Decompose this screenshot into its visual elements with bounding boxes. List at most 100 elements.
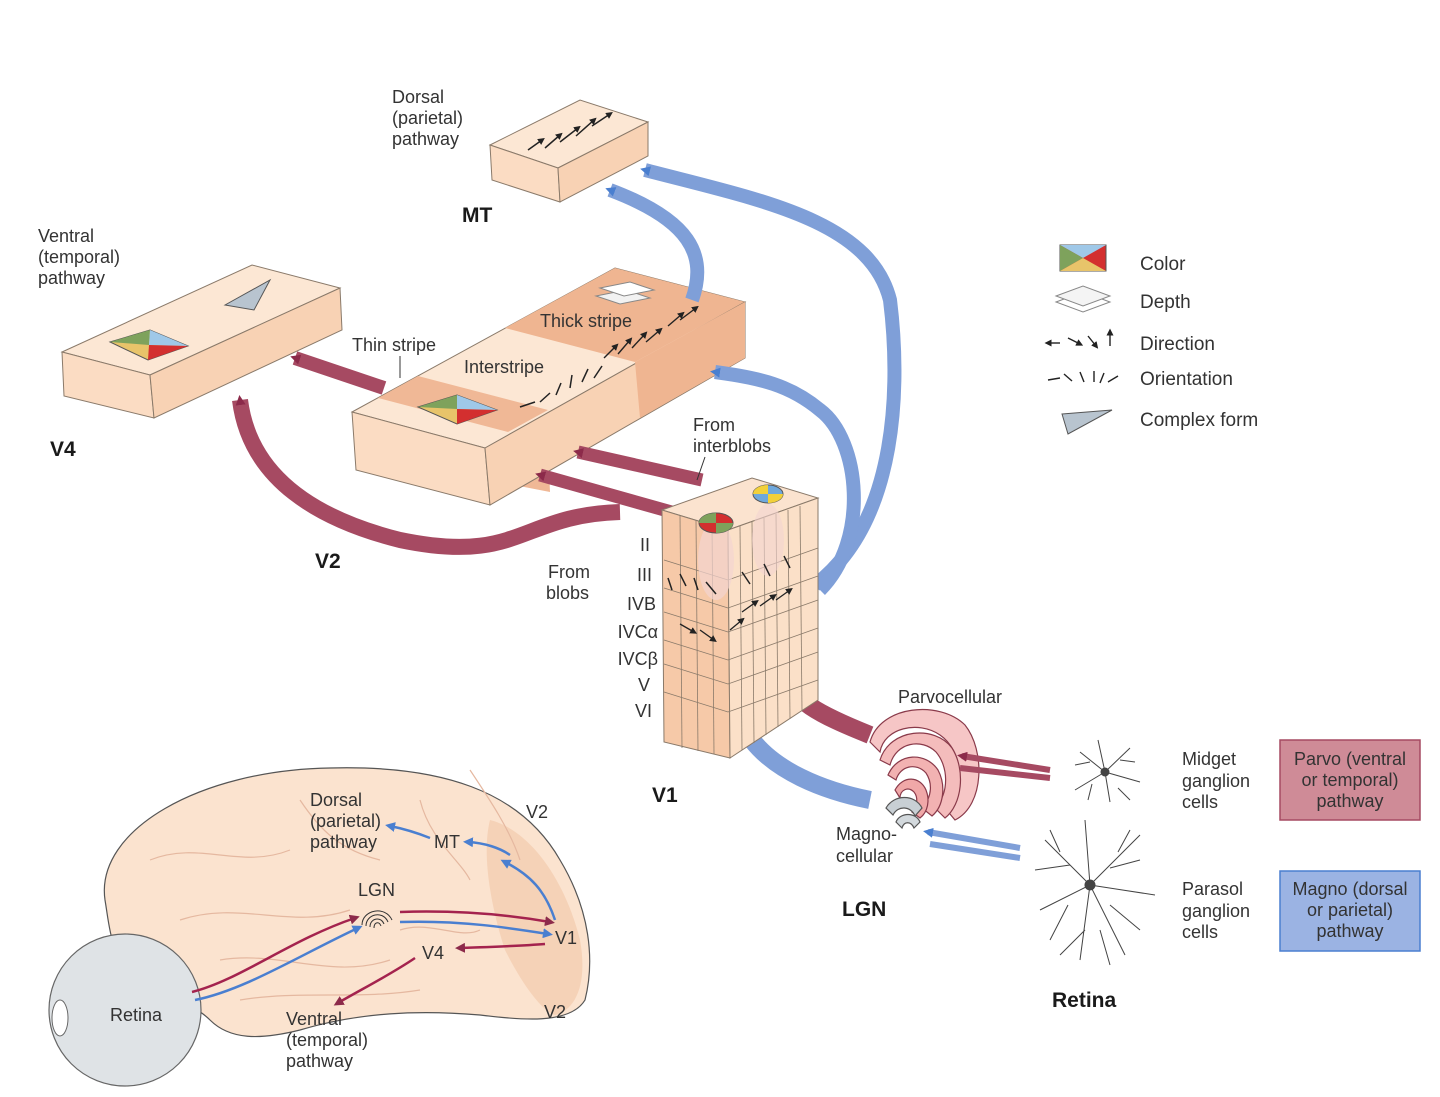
brain-lgn-icon xyxy=(361,910,393,929)
parasol-label-line: cells xyxy=(1182,922,1218,942)
interblobs-label-line: From xyxy=(693,415,735,435)
depth-icon xyxy=(1054,285,1112,313)
dorsal-label-line: (parietal) xyxy=(392,108,463,128)
thick-stripe-label: Thick stripe xyxy=(540,311,632,331)
brain-ventral-line: pathway xyxy=(286,1051,353,1071)
brain-v2-bottom-label: V2 xyxy=(544,1002,566,1022)
v1-blob xyxy=(698,520,734,600)
brain-v4-label: V4 xyxy=(422,943,444,963)
brain-retina-label: Retina xyxy=(110,1005,163,1025)
dorsal-label-line: Dorsal xyxy=(392,87,444,107)
complex-form-icon xyxy=(1061,409,1113,435)
from-blobs-label: From blobs xyxy=(546,562,590,603)
orientation-icon xyxy=(1047,371,1119,384)
legend: Color Depth Direction Orientation Comple… xyxy=(1140,254,1258,431)
v4-block xyxy=(60,264,343,419)
v4-color-icon xyxy=(108,329,190,361)
from-interblobs-label: From interblobs xyxy=(693,415,771,456)
lgn-magno-layer xyxy=(895,813,921,830)
parasol-ganglion-cell xyxy=(1034,819,1156,966)
blobs-label-line: From xyxy=(548,562,590,582)
v1-layer-label: VI xyxy=(635,701,652,721)
parasol-label-line: ganglion xyxy=(1182,901,1250,921)
mt-label: MT xyxy=(462,204,492,227)
v1-layer-label: III xyxy=(637,565,652,585)
lgn-label: LGN xyxy=(842,898,886,921)
brain-inset xyxy=(48,767,591,1087)
interblobs-label-line: interblobs xyxy=(693,436,771,456)
color-icon xyxy=(1059,244,1107,272)
v1-layer-label: V xyxy=(638,675,650,695)
v1-layer-label: IVCα xyxy=(618,622,658,642)
midget-label-line: Midget xyxy=(1182,749,1236,769)
eye-lens xyxy=(51,999,69,1037)
parasol-label-line: Parasol xyxy=(1182,879,1243,899)
magno-label-line: Magno- xyxy=(836,824,897,844)
direction-icon xyxy=(1044,328,1114,349)
v1-layer-label: IVB xyxy=(627,594,656,614)
midget-label-line: cells xyxy=(1182,792,1218,812)
magno-label-line: cellular xyxy=(836,846,893,866)
parvo-box-line: pathway xyxy=(1316,791,1383,811)
v2-label: V2 xyxy=(315,550,341,573)
midget-ganglion-label: Midget ganglion cells xyxy=(1182,749,1250,812)
thin-stripe-label: Thin stripe xyxy=(352,335,436,355)
magnocellular-label: Magno- cellular xyxy=(836,824,897,866)
v1-layer-labels: II III IVB IVCα IVCβ V VI xyxy=(618,535,658,721)
v1-layer-label: II xyxy=(640,535,650,555)
magno-box-label: Magno (dorsal or parietal) pathway xyxy=(1292,879,1407,941)
ventral-pathway-label: Ventral (temporal) pathway xyxy=(38,226,120,288)
brain-ventral-line: (temporal) xyxy=(286,1030,368,1050)
mt-direction-arrows xyxy=(527,112,613,151)
brain-v1-label: V1 xyxy=(555,928,577,948)
parvo-box-line: or temporal) xyxy=(1301,770,1398,790)
magno-box-line: or parietal) xyxy=(1307,900,1393,920)
v1-label: V1 xyxy=(652,784,678,807)
mt-block xyxy=(488,99,650,203)
brain-mt-label: MT xyxy=(434,832,460,852)
v2-color-icon xyxy=(416,394,499,425)
v2-depth-icon xyxy=(594,281,656,305)
v2-orientation-bars xyxy=(519,365,603,408)
brain-ventral-label: Ventral (temporal) pathway xyxy=(286,1009,368,1071)
brain-ventral-line: Ventral xyxy=(286,1009,342,1029)
dorsal-label-line: pathway xyxy=(392,129,459,149)
lgn-structure xyxy=(869,708,980,830)
brain-lgn-label: LGN xyxy=(358,880,395,900)
legend-label: Direction xyxy=(1140,334,1215,355)
v1-color-icon xyxy=(698,512,734,534)
v1-blob xyxy=(752,504,784,576)
eye xyxy=(48,933,202,1087)
legend-label: Color xyxy=(1140,254,1186,275)
v2-thick-stripe xyxy=(505,268,745,362)
v4-label: V4 xyxy=(50,438,76,461)
v2-block xyxy=(350,267,747,506)
v1-direction-arrows xyxy=(679,587,793,643)
legend-label: Orientation xyxy=(1140,369,1233,390)
parvo-box-line: Parvo (ventral xyxy=(1294,749,1406,769)
parvocellular-label: Parvocellular xyxy=(898,687,1002,707)
magno-box-line: Magno (dorsal xyxy=(1292,879,1407,899)
ventral-label-line: Ventral xyxy=(38,226,94,246)
retina-label: Retina xyxy=(1052,989,1117,1012)
brain-v2-top-label: V2 xyxy=(526,802,548,822)
legend-label: Complex form xyxy=(1140,410,1258,431)
v1-block xyxy=(660,477,820,759)
blobs-label-line: blobs xyxy=(546,583,589,603)
interstripe-label: Interstripe xyxy=(464,357,544,377)
magno-box-line: pathway xyxy=(1316,921,1383,941)
parvo-pathway-box xyxy=(1279,739,1421,821)
ventral-label-line: pathway xyxy=(38,268,105,288)
magno-arrows xyxy=(605,163,902,809)
brain-dorsal-line: Dorsal xyxy=(310,790,362,810)
legend-label: Depth xyxy=(1140,292,1191,313)
v4-complex-form-icon xyxy=(223,278,272,311)
midget-label-line: ganglion xyxy=(1182,771,1250,791)
v1-color-icon-2 xyxy=(752,484,784,504)
brain-dorsal-label: Dorsal (parietal) pathway xyxy=(310,790,381,852)
v2-direction-arrows xyxy=(603,305,699,359)
brain-dorsal-line: (parietal) xyxy=(310,811,381,831)
dorsal-pathway-label: Dorsal (parietal) pathway xyxy=(392,87,463,149)
magno-pathway-box xyxy=(1279,870,1421,952)
